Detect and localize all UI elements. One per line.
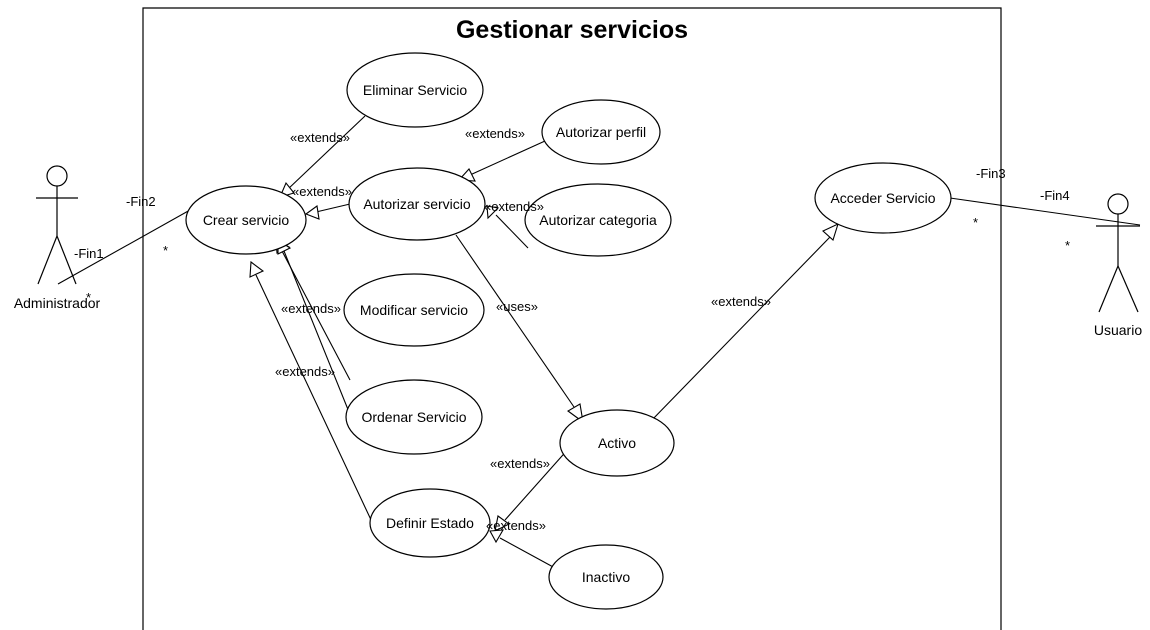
use-case-inactivo: Inactivo — [548, 544, 664, 610]
use-case-acceder-servicio: Acceder Servicio — [814, 162, 952, 234]
extends-perfil-line — [469, 140, 546, 176]
use-case-label: Modificar servicio — [360, 302, 468, 318]
use-case-eliminar-servicio: Eliminar Servicio — [346, 52, 484, 128]
use-case-label: Definir Estado — [386, 515, 474, 531]
extends-autorizar-line — [315, 203, 351, 213]
actor-usuario: Usuario — [1094, 193, 1142, 338]
extends-inactivo-line — [499, 537, 556, 569]
arrowhead-inactivo — [489, 529, 505, 544]
use-case-modificar-servicio: Modificar servicio — [343, 273, 485, 347]
use-case-crear-servicio: Crear servicio — [185, 185, 307, 255]
arrowhead-definir — [249, 260, 265, 278]
actor-label: Administrador — [14, 295, 101, 311]
use-case-autorizar-perfil: Autorizar perfil — [541, 99, 661, 165]
extends-eliminar-label: «extends» — [290, 130, 350, 145]
arrowhead-activo — [494, 515, 511, 532]
multiplicity-acceder: * — [973, 215, 978, 230]
extends-modificar-line — [281, 250, 351, 381]
use-case-label: Autorizar perfil — [556, 124, 646, 140]
actor-leg-right — [56, 235, 77, 285]
use-case-ordenar-servicio: Ordenar Servicio — [345, 379, 483, 455]
actor-leg-left — [37, 235, 58, 285]
arrowhead-uses — [566, 403, 584, 424]
actor-head — [46, 165, 68, 187]
use-case-label: Eliminar Servicio — [363, 82, 467, 98]
extends-inactivo-label: «extends» — [486, 518, 546, 533]
use-case-label: Activo — [598, 435, 636, 451]
use-case-autorizar-servicio: Autorizar servicio — [348, 167, 486, 241]
use-case-label: Ordenar Servicio — [361, 409, 466, 425]
role-fin4: -Fin4 — [1040, 188, 1070, 203]
extends-categoria-label: «extends» — [484, 199, 544, 214]
role-fin2: -Fin2 — [126, 194, 156, 209]
extends-activo-label: «extends» — [490, 456, 550, 471]
actor-leg-left — [1098, 265, 1119, 313]
use-case-label: Crear servicio — [203, 212, 290, 228]
uses-label: «uses» — [496, 299, 538, 314]
extends-autorizar-label: «extends» — [292, 184, 352, 199]
actor-label: Usuario — [1094, 322, 1142, 338]
use-case-label: Inactivo — [582, 569, 630, 585]
actor-administrador: Administrador — [14, 165, 101, 311]
arrowhead-categoria — [486, 205, 500, 220]
extends-perfil-label: «extends» — [465, 126, 525, 141]
system-title: Gestionar servicios — [456, 16, 688, 44]
extends-modificar-label: «extends» — [281, 301, 341, 316]
use-case-label: Autorizar servicio — [363, 196, 471, 212]
use-case-definir-estado: Definir Estado — [369, 488, 491, 558]
extends-definir-line — [255, 274, 373, 523]
uses-line — [455, 234, 575, 408]
extends-ordenar-label: «extends» — [275, 364, 335, 379]
use-case-label: Acceder Servicio — [830, 190, 935, 206]
extends-acceder-line — [649, 236, 831, 423]
use-case-label: Autorizar categoria — [539, 212, 657, 228]
multiplicity-user: * — [1065, 238, 1070, 253]
role-fin3: -Fin3 — [976, 166, 1006, 181]
extends-acceder-label: «extends» — [711, 294, 771, 309]
system-boundary — [142, 7, 1002, 630]
multiplicity-crear: * — [163, 243, 168, 258]
arrowhead-autorizar — [304, 205, 320, 220]
actor-head — [1107, 193, 1129, 215]
association-usuario-acceder — [949, 197, 1141, 226]
multiplicity-admin: * — [86, 290, 91, 305]
extends-eliminar-line — [286, 115, 366, 191]
actor-leg-right — [1117, 265, 1139, 313]
extends-ordenar-line — [283, 250, 350, 413]
role-fin1: -Fin1 — [74, 246, 104, 261]
arrowhead-acceder — [822, 222, 839, 241]
association-admin-crear — [57, 209, 191, 285]
use-case-autorizar-categoria: Autorizar categoria — [524, 183, 672, 257]
extends-categoria-line — [495, 214, 529, 249]
use-case-activo: Activo — [559, 409, 675, 477]
